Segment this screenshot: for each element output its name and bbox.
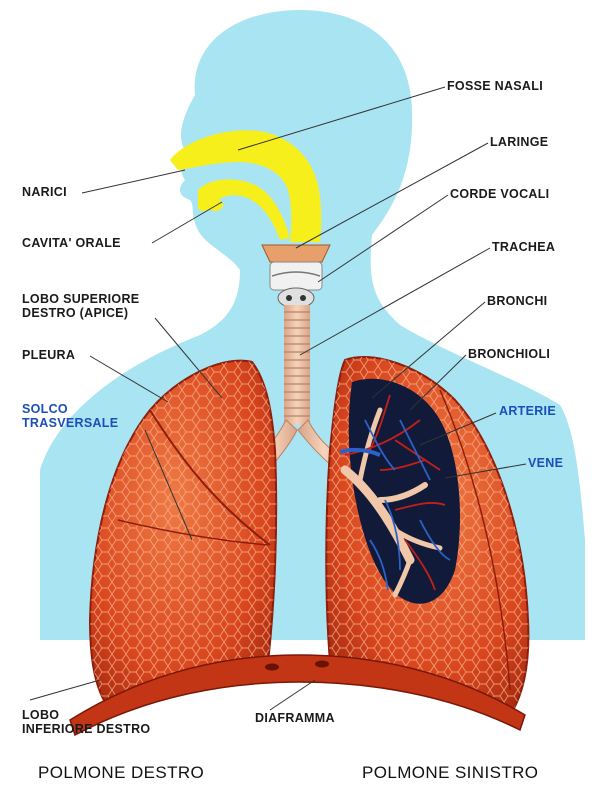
label-pleura: PLEURA xyxy=(22,348,75,362)
vocal-cords xyxy=(270,262,322,290)
label-lobo-inferiore-1: LOBO xyxy=(22,708,59,722)
label-lobo-inferiore-2: INFERIORE DESTRO xyxy=(22,722,150,736)
label-arterie: ARTERIE xyxy=(499,404,556,418)
label-lobo-superiore-1: LOBO SUPERIORE xyxy=(22,292,139,306)
label-solco-2: TRASVERSALE xyxy=(22,416,118,430)
label-diaframma: DIAFRAMMA xyxy=(255,711,335,725)
label-trachea: TRACHEA xyxy=(492,240,555,254)
label-bronchi: BRONCHI xyxy=(487,294,547,308)
label-solco-1: SOLCO xyxy=(22,402,68,416)
caption-polmone-sinistro: POLMONE SINISTRO xyxy=(362,763,538,783)
label-lobo-superiore-2: DESTRO (APICE) xyxy=(22,306,128,320)
label-cavita-orale: CAVITA' ORALE xyxy=(22,236,121,250)
label-vene: VENE xyxy=(528,456,563,470)
label-corde-vocali: CORDE VOCALI xyxy=(450,187,549,201)
caption-polmone-destro: POLMONE DESTRO xyxy=(38,763,204,783)
label-fosse-nasali: FOSSE NASALI xyxy=(447,79,543,93)
label-narici: NARICI xyxy=(22,185,67,199)
label-laringe: LARINGE xyxy=(490,135,548,149)
label-bronchioli: BRONCHIOLI xyxy=(468,347,550,361)
